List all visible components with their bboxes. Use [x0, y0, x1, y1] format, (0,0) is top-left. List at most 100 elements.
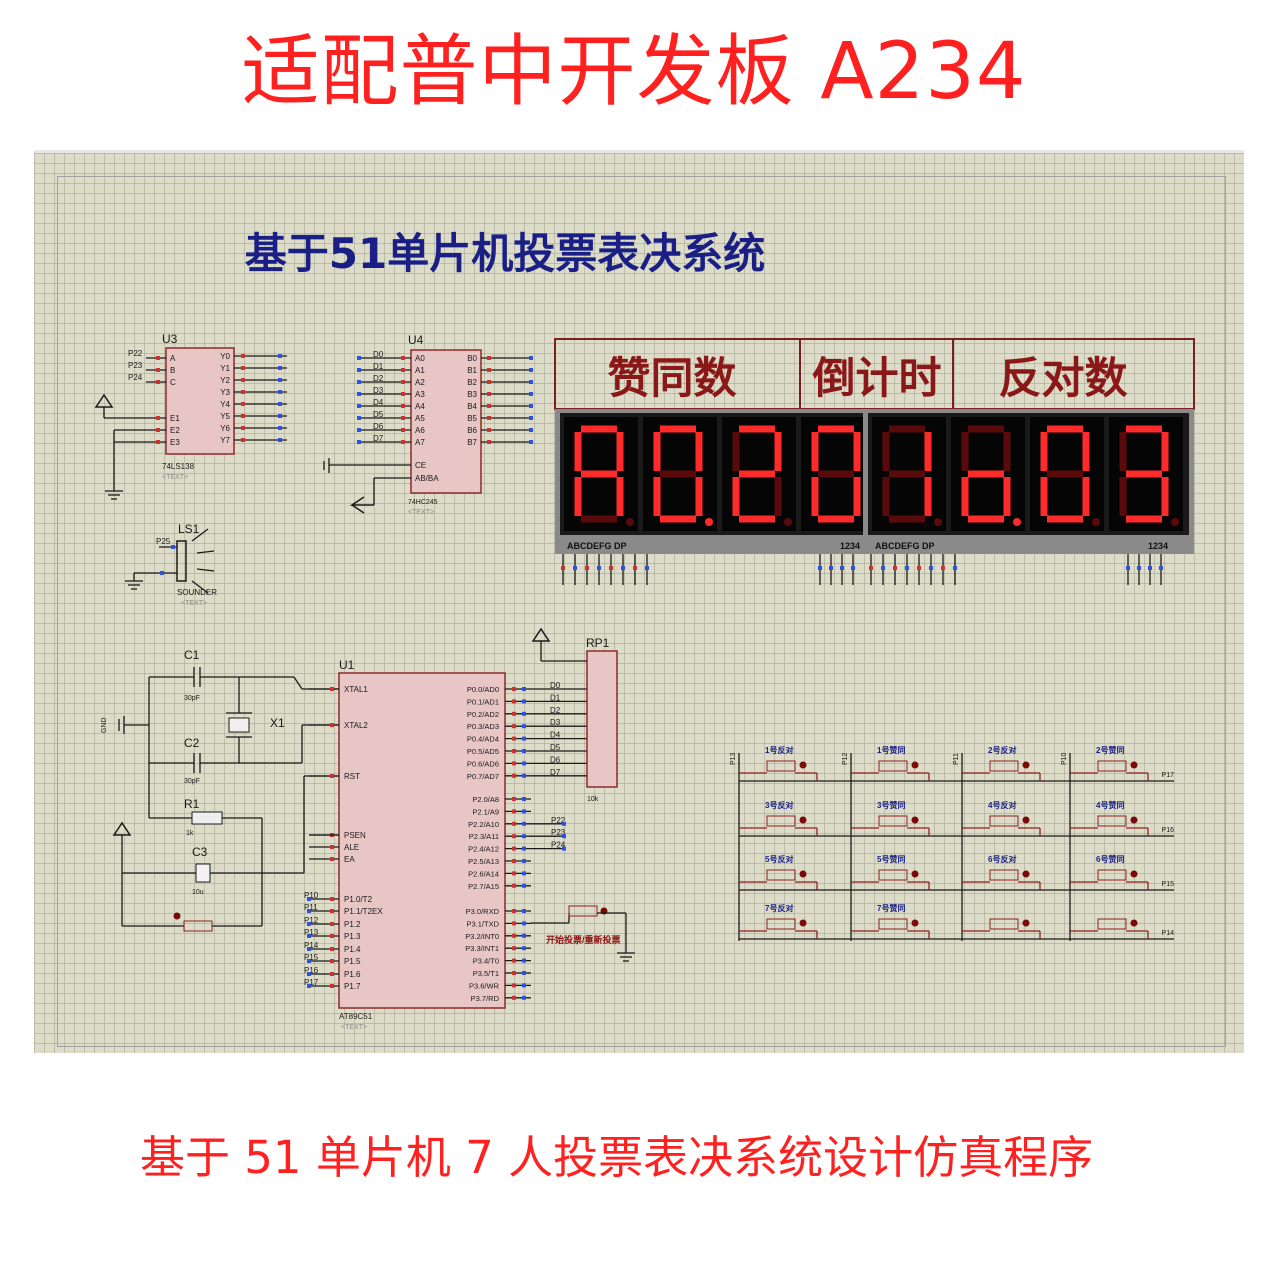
pin-marker — [522, 958, 526, 963]
pin-marker — [522, 921, 526, 926]
segment-b — [1082, 432, 1090, 471]
segment-g — [581, 470, 617, 478]
pin-marker — [401, 392, 405, 396]
pin-marker — [585, 566, 589, 570]
keypad-key-label: 7号赞同 — [877, 903, 905, 913]
header-title: 适配普中开发板 A234 — [241, 27, 1027, 117]
u1-p1-net: P12 — [304, 916, 319, 925]
pin-marker — [512, 909, 516, 913]
c2-value: 30pF — [184, 778, 200, 785]
pin-marker — [330, 845, 334, 849]
keypad-key-indicator — [1022, 919, 1030, 927]
pin-marker — [330, 857, 334, 861]
p0-net-label: D0 — [550, 681, 561, 690]
pin-marker — [512, 773, 516, 778]
pin-marker — [881, 566, 885, 570]
u4-ctrl-label: AB/BA — [415, 474, 439, 483]
u1-pin-label: P0.4/AD4 — [467, 735, 499, 744]
u1-pin-label: P0.7/AD7 — [467, 772, 499, 781]
keypad-key-body — [766, 760, 796, 772]
pin-marker — [522, 859, 526, 863]
segment-legend: ABCDEFG DP — [567, 541, 627, 551]
u1-p1-net: P16 — [304, 966, 319, 975]
sheet-border — [57, 176, 1226, 1047]
rp1-vcc — [531, 627, 551, 642]
pin-marker — [241, 426, 245, 430]
u1-pin-label: P3.3/INT1 — [465, 944, 499, 953]
pin-marker — [487, 356, 491, 360]
schematic-title: 基于51单片机投票表决系统 — [245, 229, 765, 278]
reset-button-body — [183, 920, 213, 932]
pin-marker — [487, 392, 491, 396]
pin-marker — [156, 380, 160, 384]
pin-marker — [401, 356, 405, 360]
keypad-key-body — [989, 760, 1019, 772]
keypad-key-indicator — [799, 919, 807, 927]
start-button-label: 开始投票/重新投票 — [546, 934, 621, 945]
keypad-key-body — [989, 918, 1019, 930]
pin-marker — [522, 946, 526, 951]
pin-marker — [512, 995, 516, 1000]
pin-marker — [330, 687, 334, 691]
pin-marker — [487, 440, 491, 444]
keypad-key-label: 3号赞同 — [877, 800, 905, 810]
c1-ref: C1 — [184, 648, 200, 662]
vcc-symbol — [112, 821, 132, 836]
pin-marker — [522, 809, 526, 814]
u1-p1-net: P15 — [304, 953, 319, 962]
pin-marker — [156, 368, 160, 372]
pin-marker — [307, 909, 311, 913]
pin-marker — [330, 934, 334, 938]
pin-marker — [829, 566, 833, 570]
segment-f — [882, 432, 890, 471]
decimal-point — [626, 518, 634, 526]
rp1-ref: RP1 — [586, 636, 610, 650]
u3-pin-label: E1 — [170, 414, 180, 423]
pin-marker — [278, 390, 282, 394]
keypad-key-indicator — [911, 816, 919, 824]
display-label: 赞同数 — [608, 355, 737, 403]
p0-net-label: D6 — [550, 755, 561, 764]
u1-p2-net: P22 — [551, 816, 566, 825]
pin-marker — [401, 416, 405, 420]
u4-buffer: U474HC245<TEXT>A0D0A1D1A2D2A3D3A4D4A5D5A… — [323, 333, 533, 516]
pin-marker — [278, 426, 282, 430]
pin-marker — [156, 416, 160, 420]
segment-a — [889, 425, 925, 433]
u3-pin-label: A — [170, 354, 176, 363]
segment-c — [774, 477, 782, 516]
keypad-key-body — [878, 918, 908, 930]
pin-marker — [512, 846, 516, 851]
u4-part: 74HC245 — [408, 499, 438, 506]
pin-marker — [487, 416, 491, 420]
segment-b — [695, 432, 703, 471]
p0-net-label: D1 — [550, 693, 561, 702]
segment-a — [660, 425, 696, 433]
u1-pin-label: XTAL2 — [344, 721, 368, 730]
pin-marker — [330, 909, 334, 913]
keypad-col-net: P11 — [953, 753, 960, 765]
p0-net-label: D7 — [550, 768, 561, 777]
pin-marker — [512, 724, 516, 729]
u1-pin-label: P1.6 — [344, 970, 361, 979]
pin-marker — [633, 566, 637, 570]
u4-ref: U4 — [408, 333, 424, 347]
pin-marker — [522, 883, 526, 888]
u1-p1-net: P17 — [304, 978, 319, 987]
u4-pin-label: B1 — [467, 366, 477, 375]
pin-marker — [487, 380, 491, 384]
u1-pin-label: XTAL1 — [344, 685, 368, 694]
keypad-key-indicator — [1022, 761, 1030, 769]
segment-g — [968, 470, 1004, 478]
u4-pin-label: A7 — [415, 438, 425, 447]
pin-marker — [929, 566, 933, 570]
pin-marker — [330, 723, 334, 727]
pin-marker — [561, 566, 565, 570]
r1-ref: R1 — [184, 797, 200, 811]
pin-marker — [818, 566, 822, 570]
p0-net-label: D2 — [550, 706, 561, 715]
